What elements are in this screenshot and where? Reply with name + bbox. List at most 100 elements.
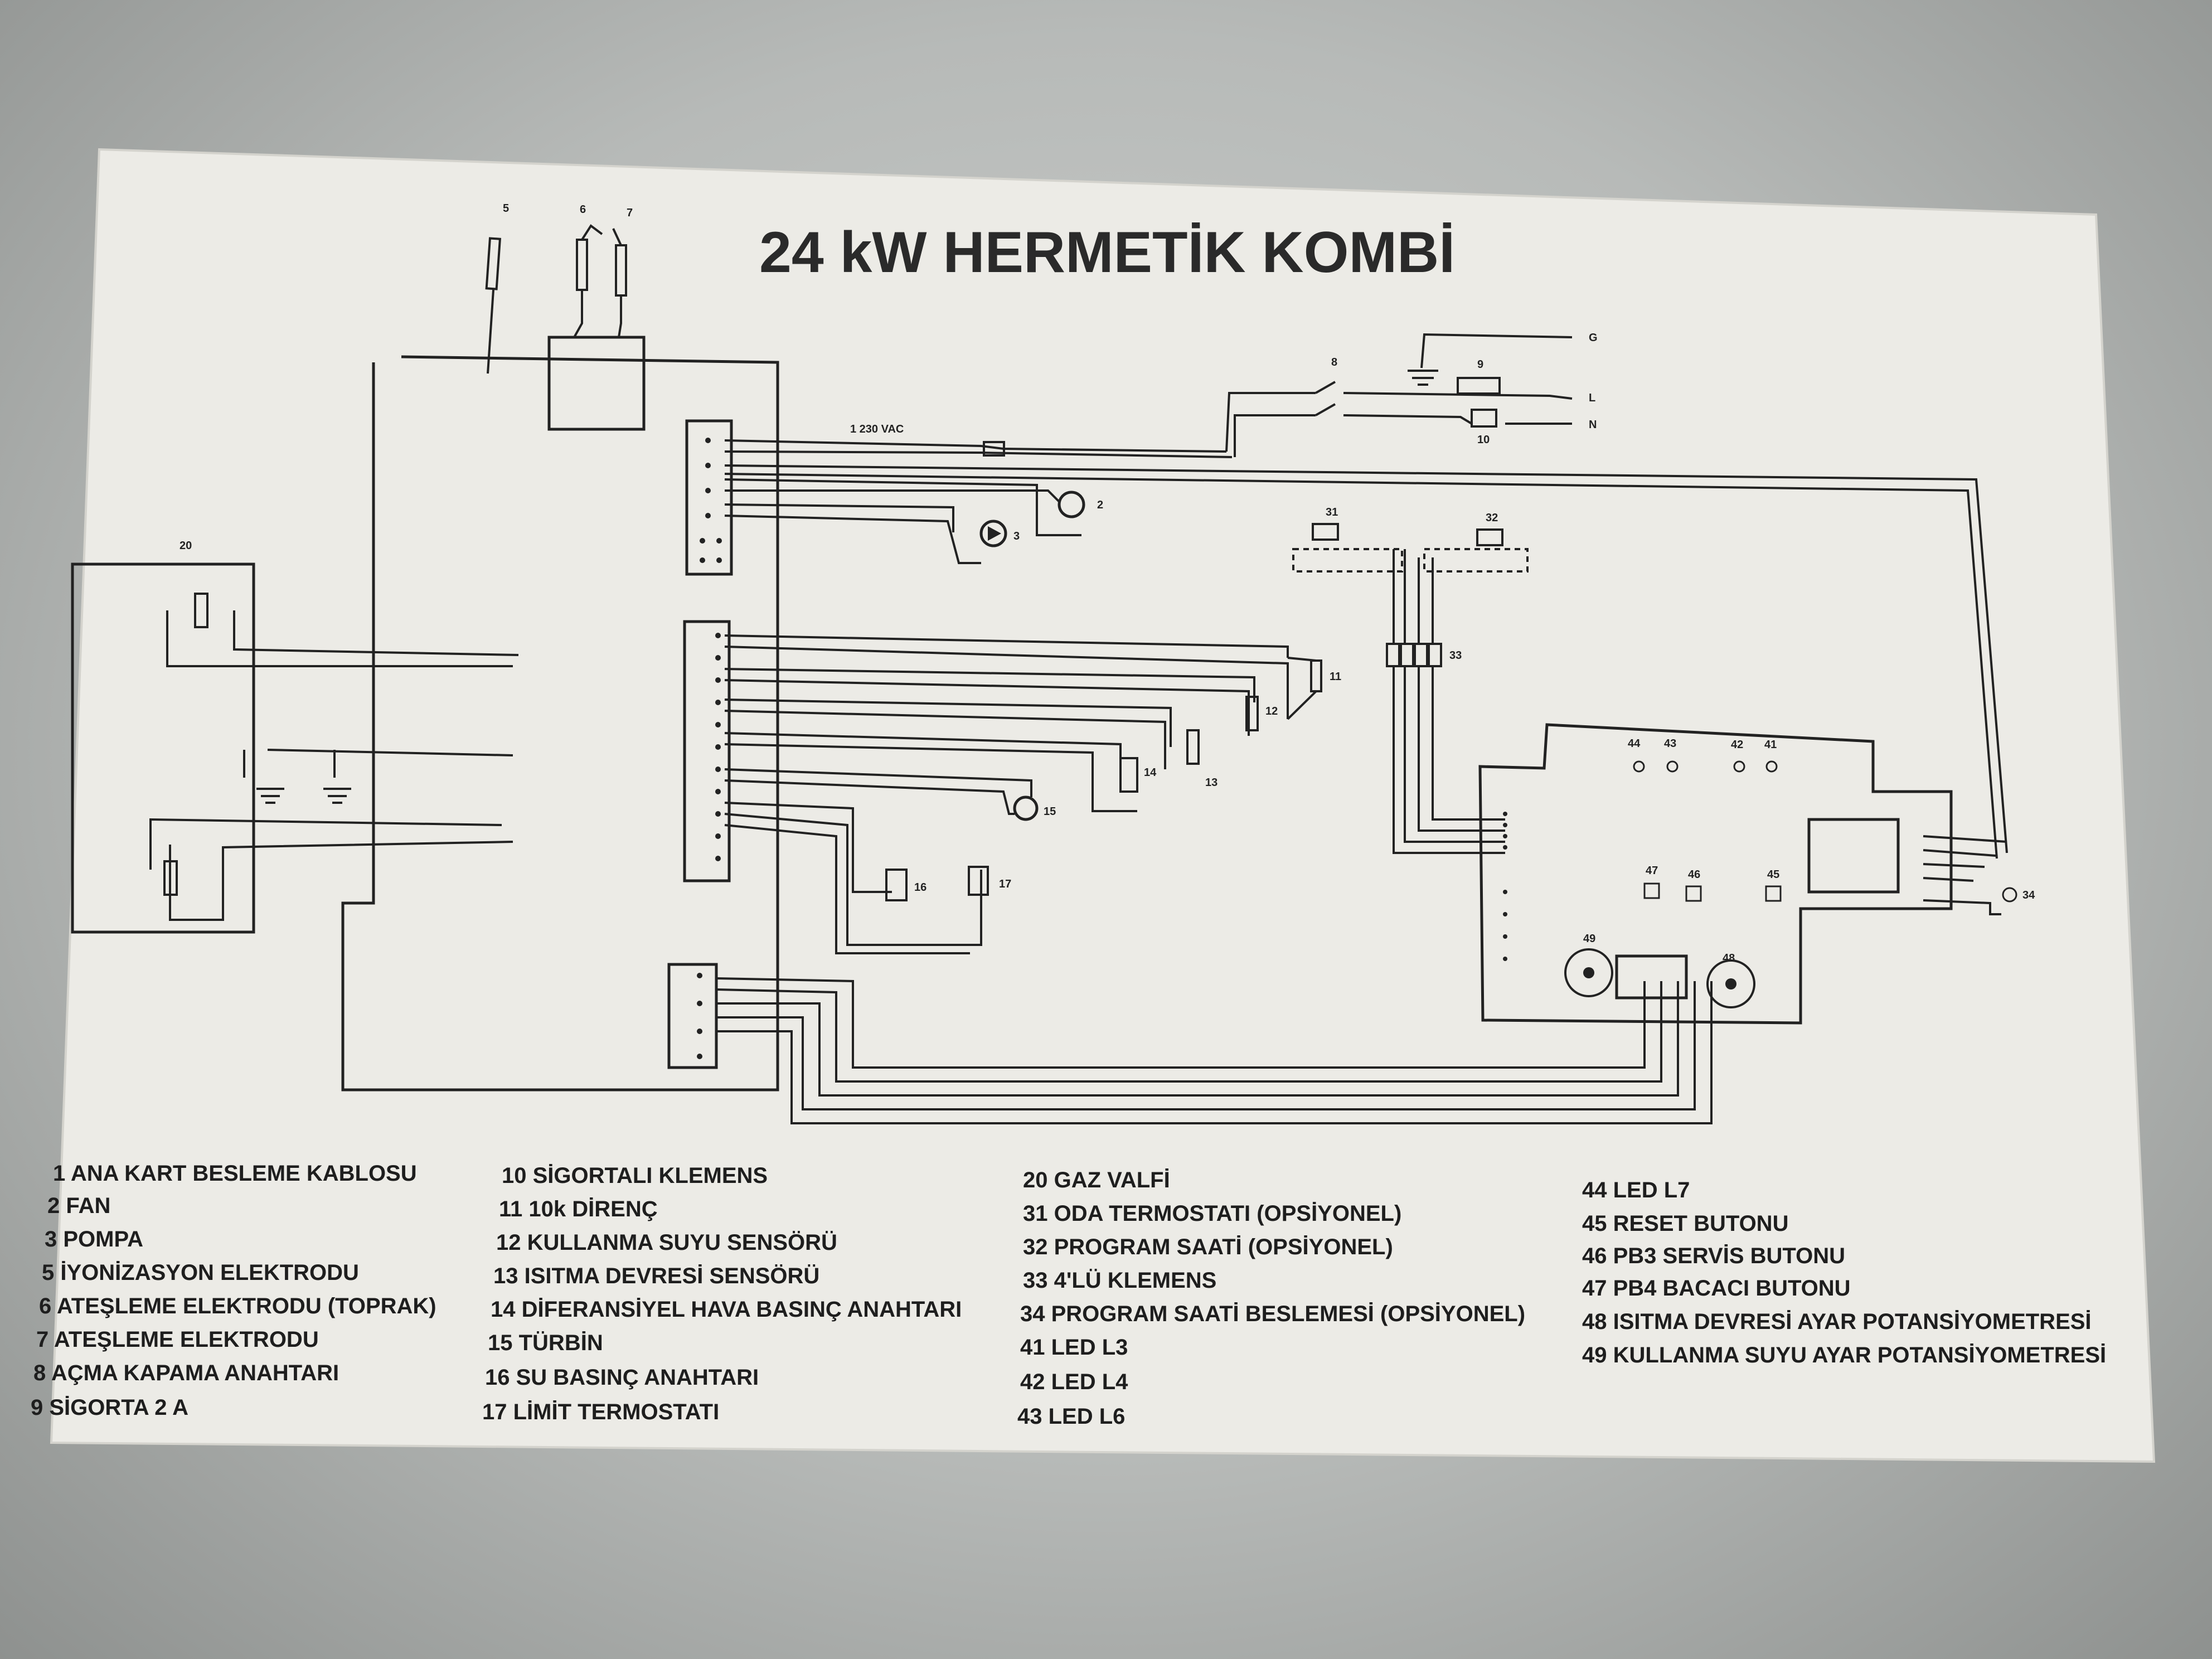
- legend-item: 46 PB3 SERVİS BUTONU: [1582, 1244, 1845, 1268]
- legend-col4: 44 LED L7 45 RESET BUTONU 46 PB3 SERVİS …: [1582, 1178, 2106, 1367]
- label-6: 6: [580, 203, 586, 216]
- supply-connector: [983, 441, 1005, 457]
- legend-item: 9 SİGORTA 2 A: [31, 1395, 188, 1420]
- label-20: 20: [180, 540, 192, 552]
- legend-item: 13 ISITMA DEVRESİ SENSÖRÜ: [493, 1263, 819, 1288]
- mains-wires: [1225, 392, 1573, 457]
- sensor-wires-13: [724, 698, 1172, 769]
- gas-valve-box: [71, 562, 255, 934]
- program-clock-supply-34: [2002, 887, 2017, 903]
- pump-triangle: [988, 526, 1001, 541]
- label-8: 8: [1331, 356, 1337, 368]
- legend-item: 32 PROGRAM SAATİ (OPSİYONEL): [1023, 1235, 1393, 1259]
- led-43: [1666, 760, 1679, 773]
- legend-item: 49 KULLANMA SUYU AYAR POTANSİYOMETRESİ: [1582, 1343, 2106, 1367]
- legend-item: 6 ATEŞLEME ELEKTRODU (TOPRAK): [39, 1294, 436, 1318]
- label-11: 11: [1330, 671, 1341, 683]
- button-47: [1643, 882, 1660, 899]
- sensor-wires-12: [724, 668, 1255, 736]
- button-45: [1765, 885, 1782, 902]
- wire-6-7-top: [581, 224, 622, 246]
- paper-sheet: [50, 148, 2156, 1463]
- legend-item: 33 4'LÜ KLEMENS: [1023, 1268, 1216, 1293]
- ground-symbol-1: [256, 788, 284, 804]
- fan-wires: [724, 478, 1081, 536]
- ground-symbol-g: [1408, 370, 1438, 386]
- board-bus-wires: [716, 977, 1713, 1124]
- label-41: 41: [1764, 739, 1777, 751]
- wire-6: [573, 290, 622, 338]
- clock-32: [1476, 528, 1503, 546]
- button-46: [1685, 885, 1702, 902]
- potentiometer-49-knob: [1583, 967, 1594, 978]
- label-17: 17: [999, 878, 1011, 890]
- label-48: 48: [1723, 952, 1735, 964]
- label-45: 45: [1767, 869, 1779, 881]
- legend-item: 44 LED L7: [1582, 1178, 1690, 1202]
- terminal-block-top-pins: [700, 438, 722, 563]
- legend-item: 48 ISITMA DEVRESİ AYAR POTANSİYOMETRESİ: [1582, 1309, 2092, 1334]
- legend-col3: 20 GAZ VALFİ 31 ODA TERMOSTATI (OPSİYONE…: [1017, 1168, 1525, 1429]
- label-10: 10: [1477, 434, 1490, 446]
- legend-col2: 10 SİGORTALI KLEMENS 11 10k DİRENÇ 12 KU…: [482, 1163, 962, 1424]
- legend-item: 7 ATEŞLEME ELEKTRODU: [36, 1327, 319, 1352]
- legend-item: 15 TÜRBİN: [488, 1330, 603, 1355]
- sensor-13: [1186, 729, 1200, 765]
- thermostat-31: [1312, 523, 1339, 541]
- terminal-label-l: L: [1589, 392, 1595, 404]
- board-leds: [1633, 760, 1778, 773]
- legend-col1: 1 ANA KART BESLEME KABLOSU 2 FAN 3 POMPA…: [31, 1161, 436, 1420]
- sensor-12: [1245, 696, 1259, 731]
- label-15: 15: [1044, 806, 1056, 818]
- wire-5: [487, 289, 494, 374]
- legend-item: 43 LED L6: [1017, 1404, 1125, 1429]
- legend-item: 31 ODA TERMOSTATI (OPSİYONEL): [1023, 1201, 1401, 1226]
- fan-icon: [1058, 491, 1085, 518]
- legend-item: 5 İYONİZASYON ELEKTRODU: [42, 1260, 359, 1285]
- sensor-wires-11: [724, 634, 1289, 719]
- terminal-block-low-pins: [697, 973, 702, 1059]
- gas-valve-wires: [149, 610, 519, 921]
- label-5: 5: [503, 202, 509, 215]
- label-2: 2: [1097, 499, 1103, 511]
- thermostat-17: [968, 866, 989, 896]
- label-13: 13: [1205, 777, 1217, 789]
- board-connector: [1615, 954, 1688, 1000]
- label-46: 46: [1688, 869, 1700, 881]
- wire-11-links: [1287, 657, 1317, 720]
- label-7: 7: [627, 207, 633, 219]
- control-board-outline: [1478, 723, 1953, 1025]
- label-47: 47: [1646, 865, 1658, 877]
- label-34: 34: [2022, 889, 2035, 901]
- label-43: 43: [1664, 738, 1676, 750]
- switch-14: [1119, 757, 1138, 793]
- terminal-label-g: G: [1589, 332, 1598, 344]
- clock-32-outline: [1423, 548, 1529, 573]
- gas-valve-coil-top: [194, 593, 208, 628]
- fuse-9: [1457, 377, 1501, 395]
- legend-item: 10 SİGORTALI KLEMENS: [502, 1163, 768, 1188]
- board-right-wires: [1923, 835, 2007, 915]
- switch-8: [1315, 381, 1336, 416]
- label-33: 33: [1449, 649, 1462, 662]
- legend-item: 3 POMPA: [45, 1227, 143, 1251]
- legend-item: 20 GAZ VALFİ: [1023, 1168, 1170, 1192]
- label-14: 14: [1144, 767, 1157, 779]
- label-49: 49: [1583, 933, 1595, 945]
- terminal-block-mid-pins: [715, 633, 721, 861]
- legend-item: 17 LİMİT TERMOSTATI: [482, 1400, 719, 1424]
- ignition-transformer: [547, 336, 646, 431]
- main-box-outline: [341, 355, 779, 1092]
- ground-wire-g: [1420, 333, 1573, 368]
- sensor-wires-15: [724, 768, 1032, 815]
- potentiometer-48: [1706, 959, 1755, 1008]
- switch-16: [885, 869, 908, 901]
- board-left-pins: [1503, 812, 1507, 961]
- led-44: [1633, 760, 1645, 773]
- terminal-33-wires: [1393, 549, 1505, 854]
- ground-symbol-2: [323, 788, 351, 804]
- label-44: 44: [1628, 738, 1641, 750]
- legend-item: 47 PB4 BACACI BUTONU: [1582, 1276, 1851, 1301]
- label-3: 3: [1013, 530, 1020, 542]
